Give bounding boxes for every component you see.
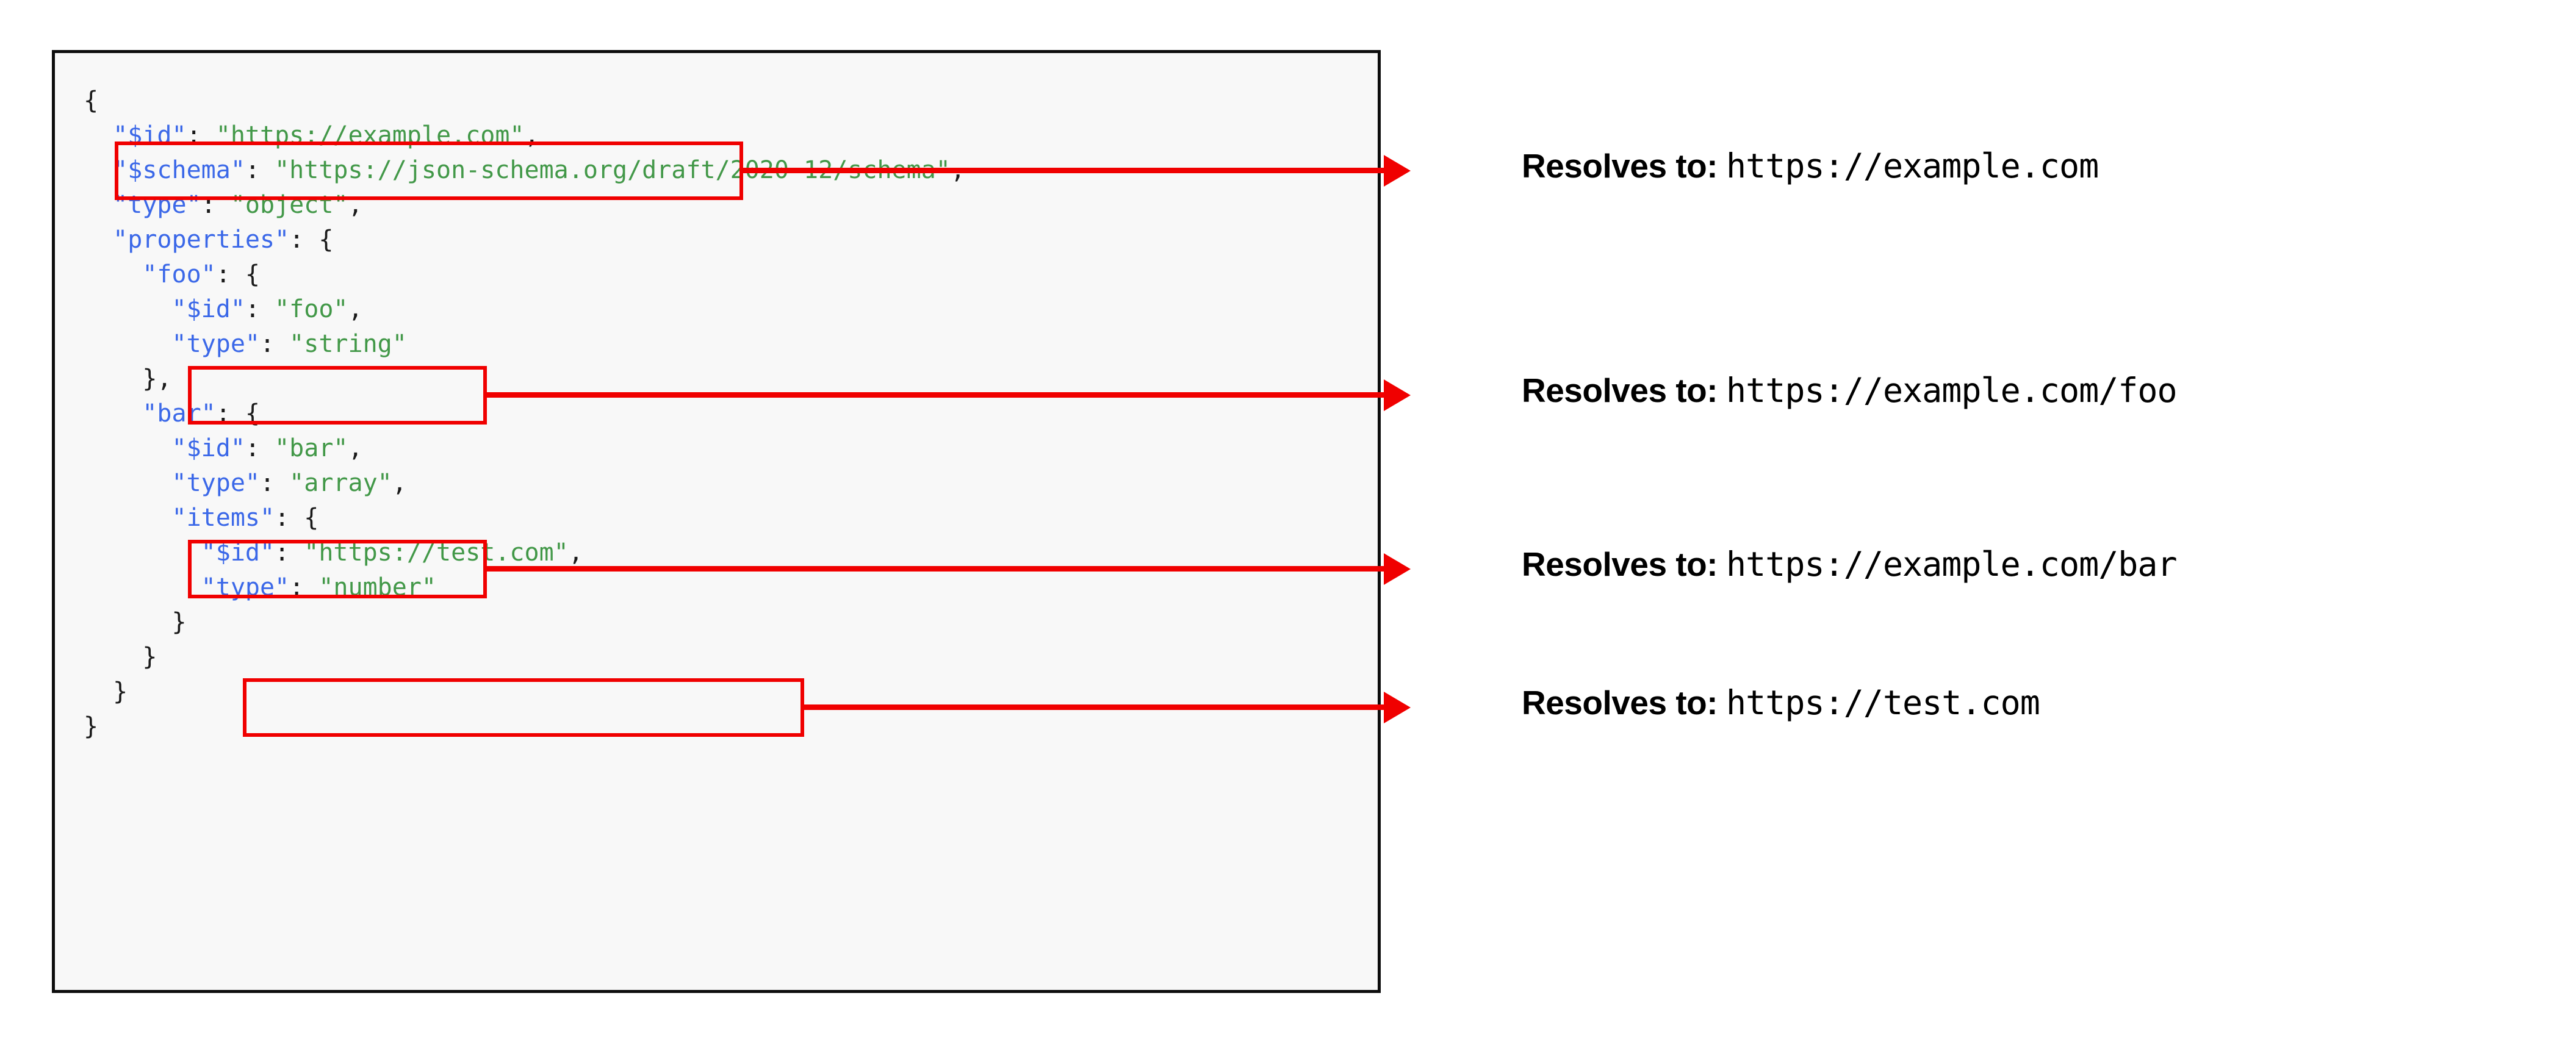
code-line: } <box>84 605 965 640</box>
json-string: "bar" <box>275 434 348 462</box>
resolved-url-value: https://example.com/foo <box>1726 371 2178 410</box>
json-punctuation <box>84 469 172 497</box>
json-punctuation: , <box>348 434 363 462</box>
resolves-to-label: Resolves to: <box>1522 684 1718 722</box>
json-punctuation: , <box>348 295 363 323</box>
json-key: "type" <box>171 469 261 497</box>
json-string: "number" <box>318 573 436 601</box>
json-string: "https://example.com" <box>215 121 525 149</box>
json-code-panel: { "$id": "https://example.com", "$schema… <box>52 50 1381 993</box>
json-punctuation: , <box>524 121 539 149</box>
code-line: "type": "object", <box>84 188 965 223</box>
arrow-head-icon-bar-id <box>1384 553 1411 585</box>
json-string: "string" <box>289 330 407 358</box>
json-key: "$schema" <box>113 156 245 184</box>
json-key: "$id" <box>201 539 275 567</box>
arrow-head-icon-items-id <box>1384 692 1411 723</box>
resolves-to-label: Resolves to: <box>1522 371 1718 409</box>
json-key: "properties" <box>113 226 290 254</box>
json-punctuation <box>84 226 113 254</box>
json-punctuation: } <box>84 643 157 671</box>
json-key: "items" <box>171 504 275 532</box>
arrow-line-foo-id <box>487 392 1384 398</box>
json-punctuation: }, <box>84 365 172 393</box>
json-string: "object" <box>230 191 348 219</box>
json-punctuation <box>84 434 172 462</box>
code-line: "foo": { <box>84 257 965 292</box>
code-line: } <box>84 640 965 675</box>
json-key: "$id" <box>113 121 187 149</box>
code-line: { <box>84 84 965 118</box>
json-punctuation: , <box>568 539 583 567</box>
json-punctuation <box>84 573 201 601</box>
resolved-url-value: https://test.com <box>1726 683 2040 722</box>
json-string: "foo" <box>275 295 348 323</box>
json-punctuation: } <box>84 678 128 706</box>
code-line: "$id": "bar", <box>84 431 965 466</box>
code-line: "items": { <box>84 501 965 536</box>
json-punctuation <box>84 121 113 149</box>
json-key: "type" <box>201 573 290 601</box>
arrow-head-icon-root-id <box>1384 155 1411 187</box>
json-punctuation: : { <box>289 226 334 254</box>
json-string: "array" <box>289 469 392 497</box>
code-line: "type": "string" <box>84 327 965 362</box>
json-key: "$id" <box>171 295 245 323</box>
json-key: "foo" <box>142 260 216 289</box>
code-line: }, <box>84 362 965 396</box>
json-punctuation: : <box>201 191 231 219</box>
json-punctuation <box>84 539 201 567</box>
json-punctuation <box>84 260 142 289</box>
code-line: "$id": "https://test.com", <box>84 536 965 570</box>
code-line: "type": "array", <box>84 466 965 501</box>
resolves-to-label: Resolves to: <box>1522 147 1718 185</box>
json-punctuation: : <box>186 121 216 149</box>
json-punctuation: : <box>275 539 304 567</box>
resolved-url-value: https://example.com <box>1726 146 2099 185</box>
code-line: } <box>84 709 965 744</box>
json-punctuation <box>84 400 142 428</box>
arrow-line-bar-id <box>487 566 1384 572</box>
json-punctuation: } <box>84 608 187 636</box>
json-punctuation: : { <box>275 504 319 532</box>
json-punctuation <box>84 504 172 532</box>
code-line: "$id": "foo", <box>84 292 965 327</box>
code-line: "bar": { <box>84 396 965 431</box>
json-punctuation: : <box>289 573 319 601</box>
json-key: "bar" <box>142 400 216 428</box>
arrow-line-items-id <box>804 704 1384 710</box>
code-line: "properties": { <box>84 223 965 257</box>
json-punctuation: : <box>245 434 275 462</box>
json-code-listing: { "$id": "https://example.com", "$schema… <box>84 84 965 744</box>
resolves-to-row-root-id: Resolves to:https://example.com <box>1522 146 2099 185</box>
resolved-url-value: https://example.com/bar <box>1726 545 2178 584</box>
resolves-to-label: Resolves to: <box>1522 545 1718 583</box>
json-key: "$id" <box>171 434 245 462</box>
json-punctuation: : <box>260 469 290 497</box>
code-line: } <box>84 675 965 709</box>
resolves-to-row-items-id: Resolves to:https://test.com <box>1522 683 2040 722</box>
json-punctuation <box>84 156 113 184</box>
json-punctuation <box>84 295 172 323</box>
json-punctuation: { <box>84 87 99 115</box>
json-punctuation: } <box>84 712 99 740</box>
json-punctuation <box>84 330 172 358</box>
json-key: "type" <box>171 330 261 358</box>
code-line: "type": "number" <box>84 570 965 605</box>
json-punctuation: : <box>260 330 290 358</box>
arrow-line-root-id <box>743 168 1384 173</box>
json-string: "https://test.com" <box>304 539 569 567</box>
resolves-to-row-bar-id: Resolves to:https://example.com/bar <box>1522 545 2178 584</box>
json-key: "type" <box>113 191 201 219</box>
resolves-to-row-foo-id: Resolves to:https://example.com/foo <box>1522 371 2178 410</box>
code-line: "$id": "https://example.com", <box>84 118 965 153</box>
json-punctuation: : <box>245 295 275 323</box>
json-punctuation: : { <box>215 260 260 289</box>
json-punctuation: , <box>392 469 407 497</box>
json-punctuation: : { <box>215 400 260 428</box>
arrow-head-icon-foo-id <box>1384 379 1411 411</box>
json-punctuation <box>84 191 113 219</box>
json-punctuation: : <box>245 156 275 184</box>
json-punctuation: , <box>348 191 363 219</box>
